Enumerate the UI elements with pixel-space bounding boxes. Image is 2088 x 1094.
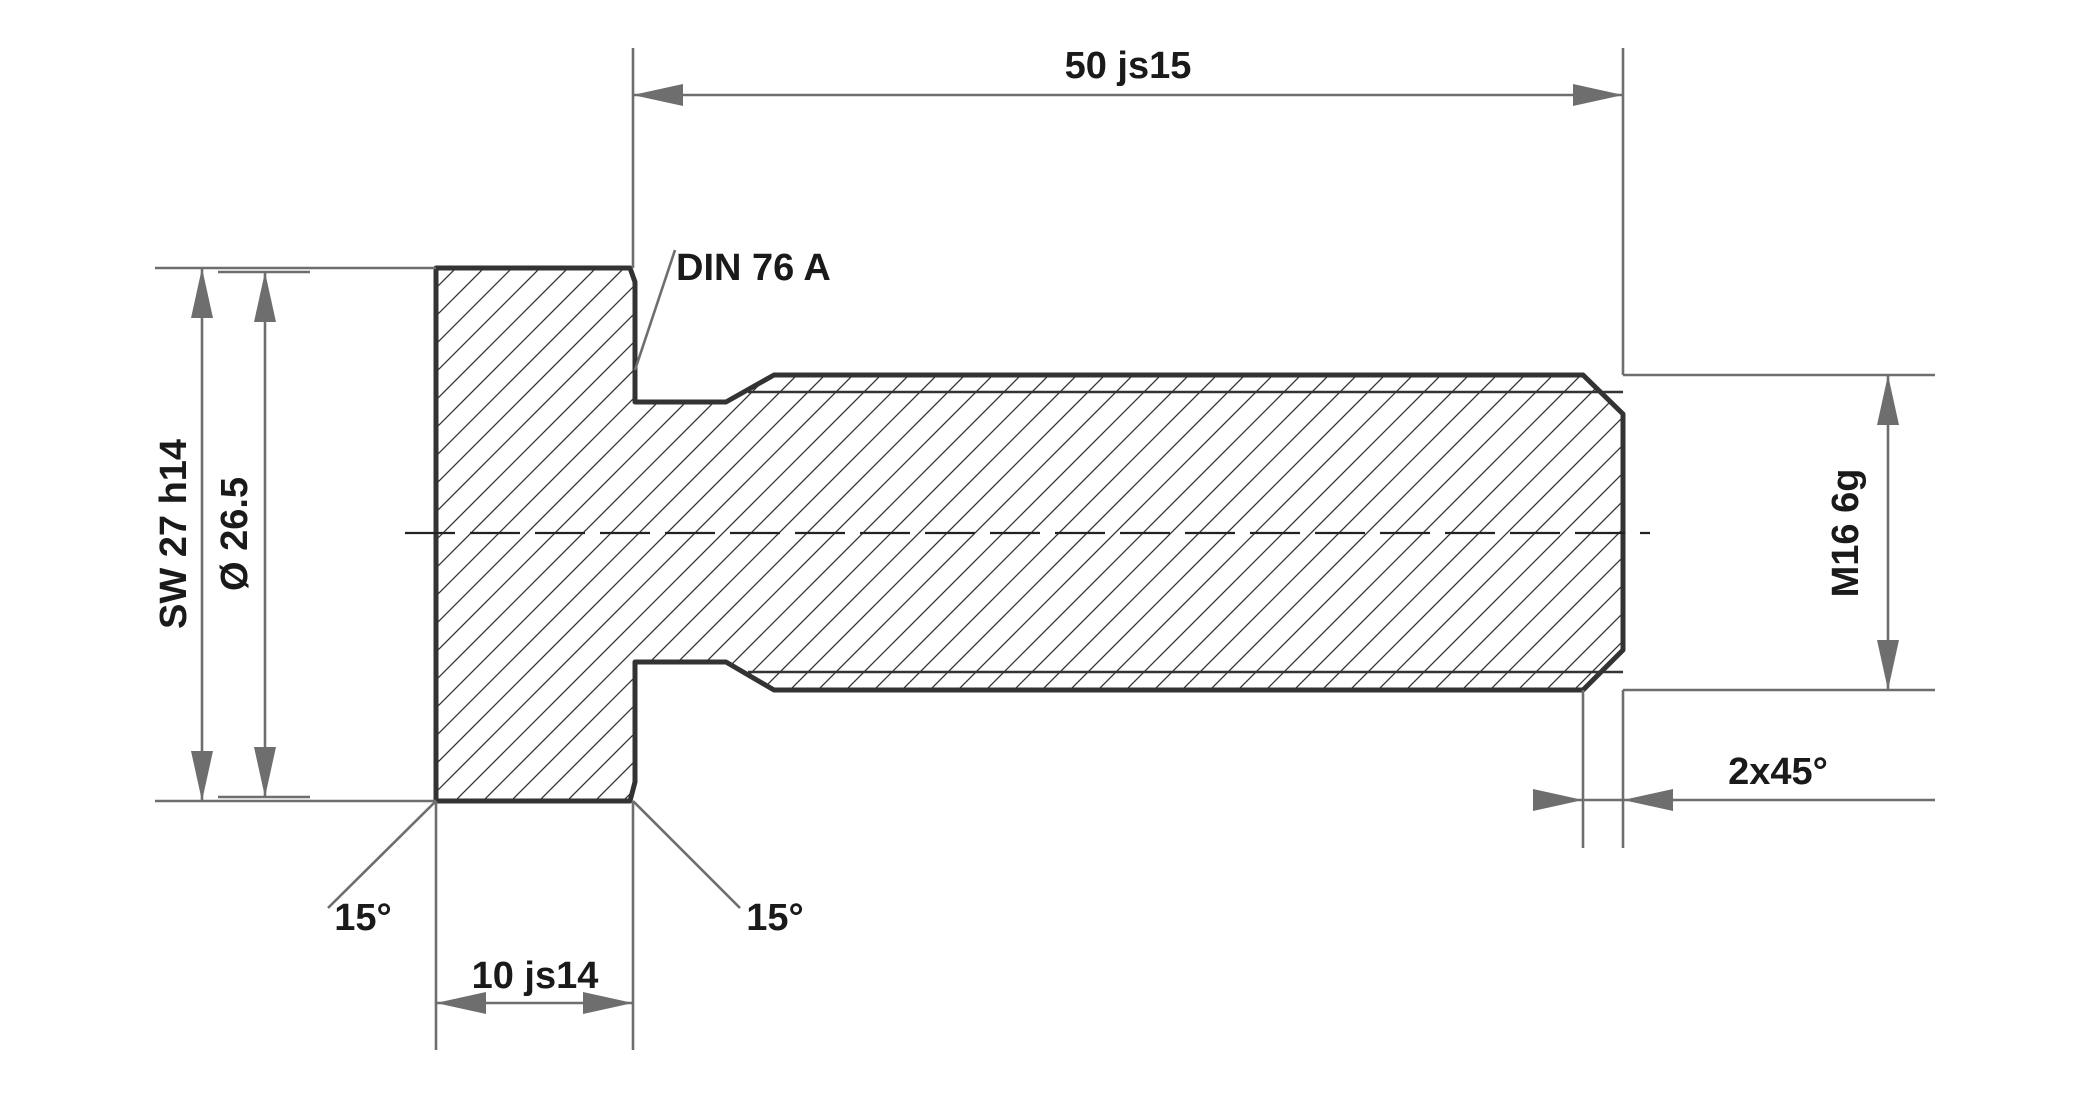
hatch-line xyxy=(1021,268,1623,801)
hatch-line xyxy=(436,268,811,801)
hatch-line xyxy=(909,268,1511,801)
label-overall-length: 50 js15 xyxy=(1065,45,1192,87)
leader-undercut: DIN 76 A xyxy=(633,247,831,371)
label-chamfer: 2x45° xyxy=(1728,751,1828,793)
dimension-head-diameter: Ø 26.5 xyxy=(214,270,310,799)
hatch-line xyxy=(436,268,839,801)
hatch-line xyxy=(657,268,1259,801)
dimension-head-length: 10 js14 xyxy=(436,955,633,1014)
hatch-line xyxy=(1385,268,1623,801)
hatch-line xyxy=(741,268,1343,801)
hatch-line xyxy=(797,268,1399,801)
label-head-length: 10 js14 xyxy=(472,955,599,997)
hatch-line xyxy=(937,268,1539,801)
hatch-line xyxy=(436,268,671,801)
hatch-line xyxy=(436,268,895,801)
hatch-line xyxy=(853,268,1455,801)
hatch-line xyxy=(436,268,699,801)
dimension-thread-size: M16 6g xyxy=(1825,375,1899,690)
dimension-wrench-size: SW 27 h14 xyxy=(153,268,213,801)
hatch-line xyxy=(436,268,923,801)
hatch-line xyxy=(436,268,867,801)
hatch-line xyxy=(825,268,1427,801)
hatch-line xyxy=(993,268,1595,801)
hatch-line xyxy=(436,268,587,801)
hatch-line xyxy=(436,268,615,801)
leader-angle-left: 15° xyxy=(327,800,437,939)
hatch-line xyxy=(1105,268,1623,801)
hatch-line xyxy=(1049,268,1623,801)
dimension-chamfer: 2x45° xyxy=(1533,751,1935,811)
dimension-overall-length: 50 js15 xyxy=(633,45,1623,106)
hatch-line xyxy=(769,268,1371,801)
hatch-line xyxy=(436,268,559,801)
hatch-line xyxy=(1189,268,1623,801)
hatch-line xyxy=(965,268,1567,801)
part-outline xyxy=(433,265,1626,804)
hatch-line xyxy=(1077,268,1623,801)
leader-angle-right: 15° xyxy=(632,800,804,939)
hatch-line xyxy=(601,268,1203,801)
hatch-line xyxy=(1413,268,1623,801)
label-angle-right: 15° xyxy=(746,897,803,939)
hatch-line xyxy=(1357,268,1623,801)
hatch-line xyxy=(1161,268,1623,801)
hatch-line xyxy=(436,268,643,801)
hatch-line xyxy=(573,268,1175,801)
hatch-line xyxy=(436,268,727,801)
label-head-diameter: Ø 26.5 xyxy=(214,477,256,591)
hatch-line xyxy=(1133,268,1623,801)
hatch-line xyxy=(0,250,250,850)
label-undercut: DIN 76 A xyxy=(676,247,831,289)
hatch-line xyxy=(629,268,1231,801)
label-angle-left: 15° xyxy=(334,897,391,939)
label-wrench-size: SW 27 h14 xyxy=(153,439,195,629)
hatch-line xyxy=(713,268,1315,801)
hatch-line xyxy=(881,268,1483,801)
label-thread-size: M16 6g xyxy=(1825,469,1867,598)
hatch-line xyxy=(685,268,1287,801)
